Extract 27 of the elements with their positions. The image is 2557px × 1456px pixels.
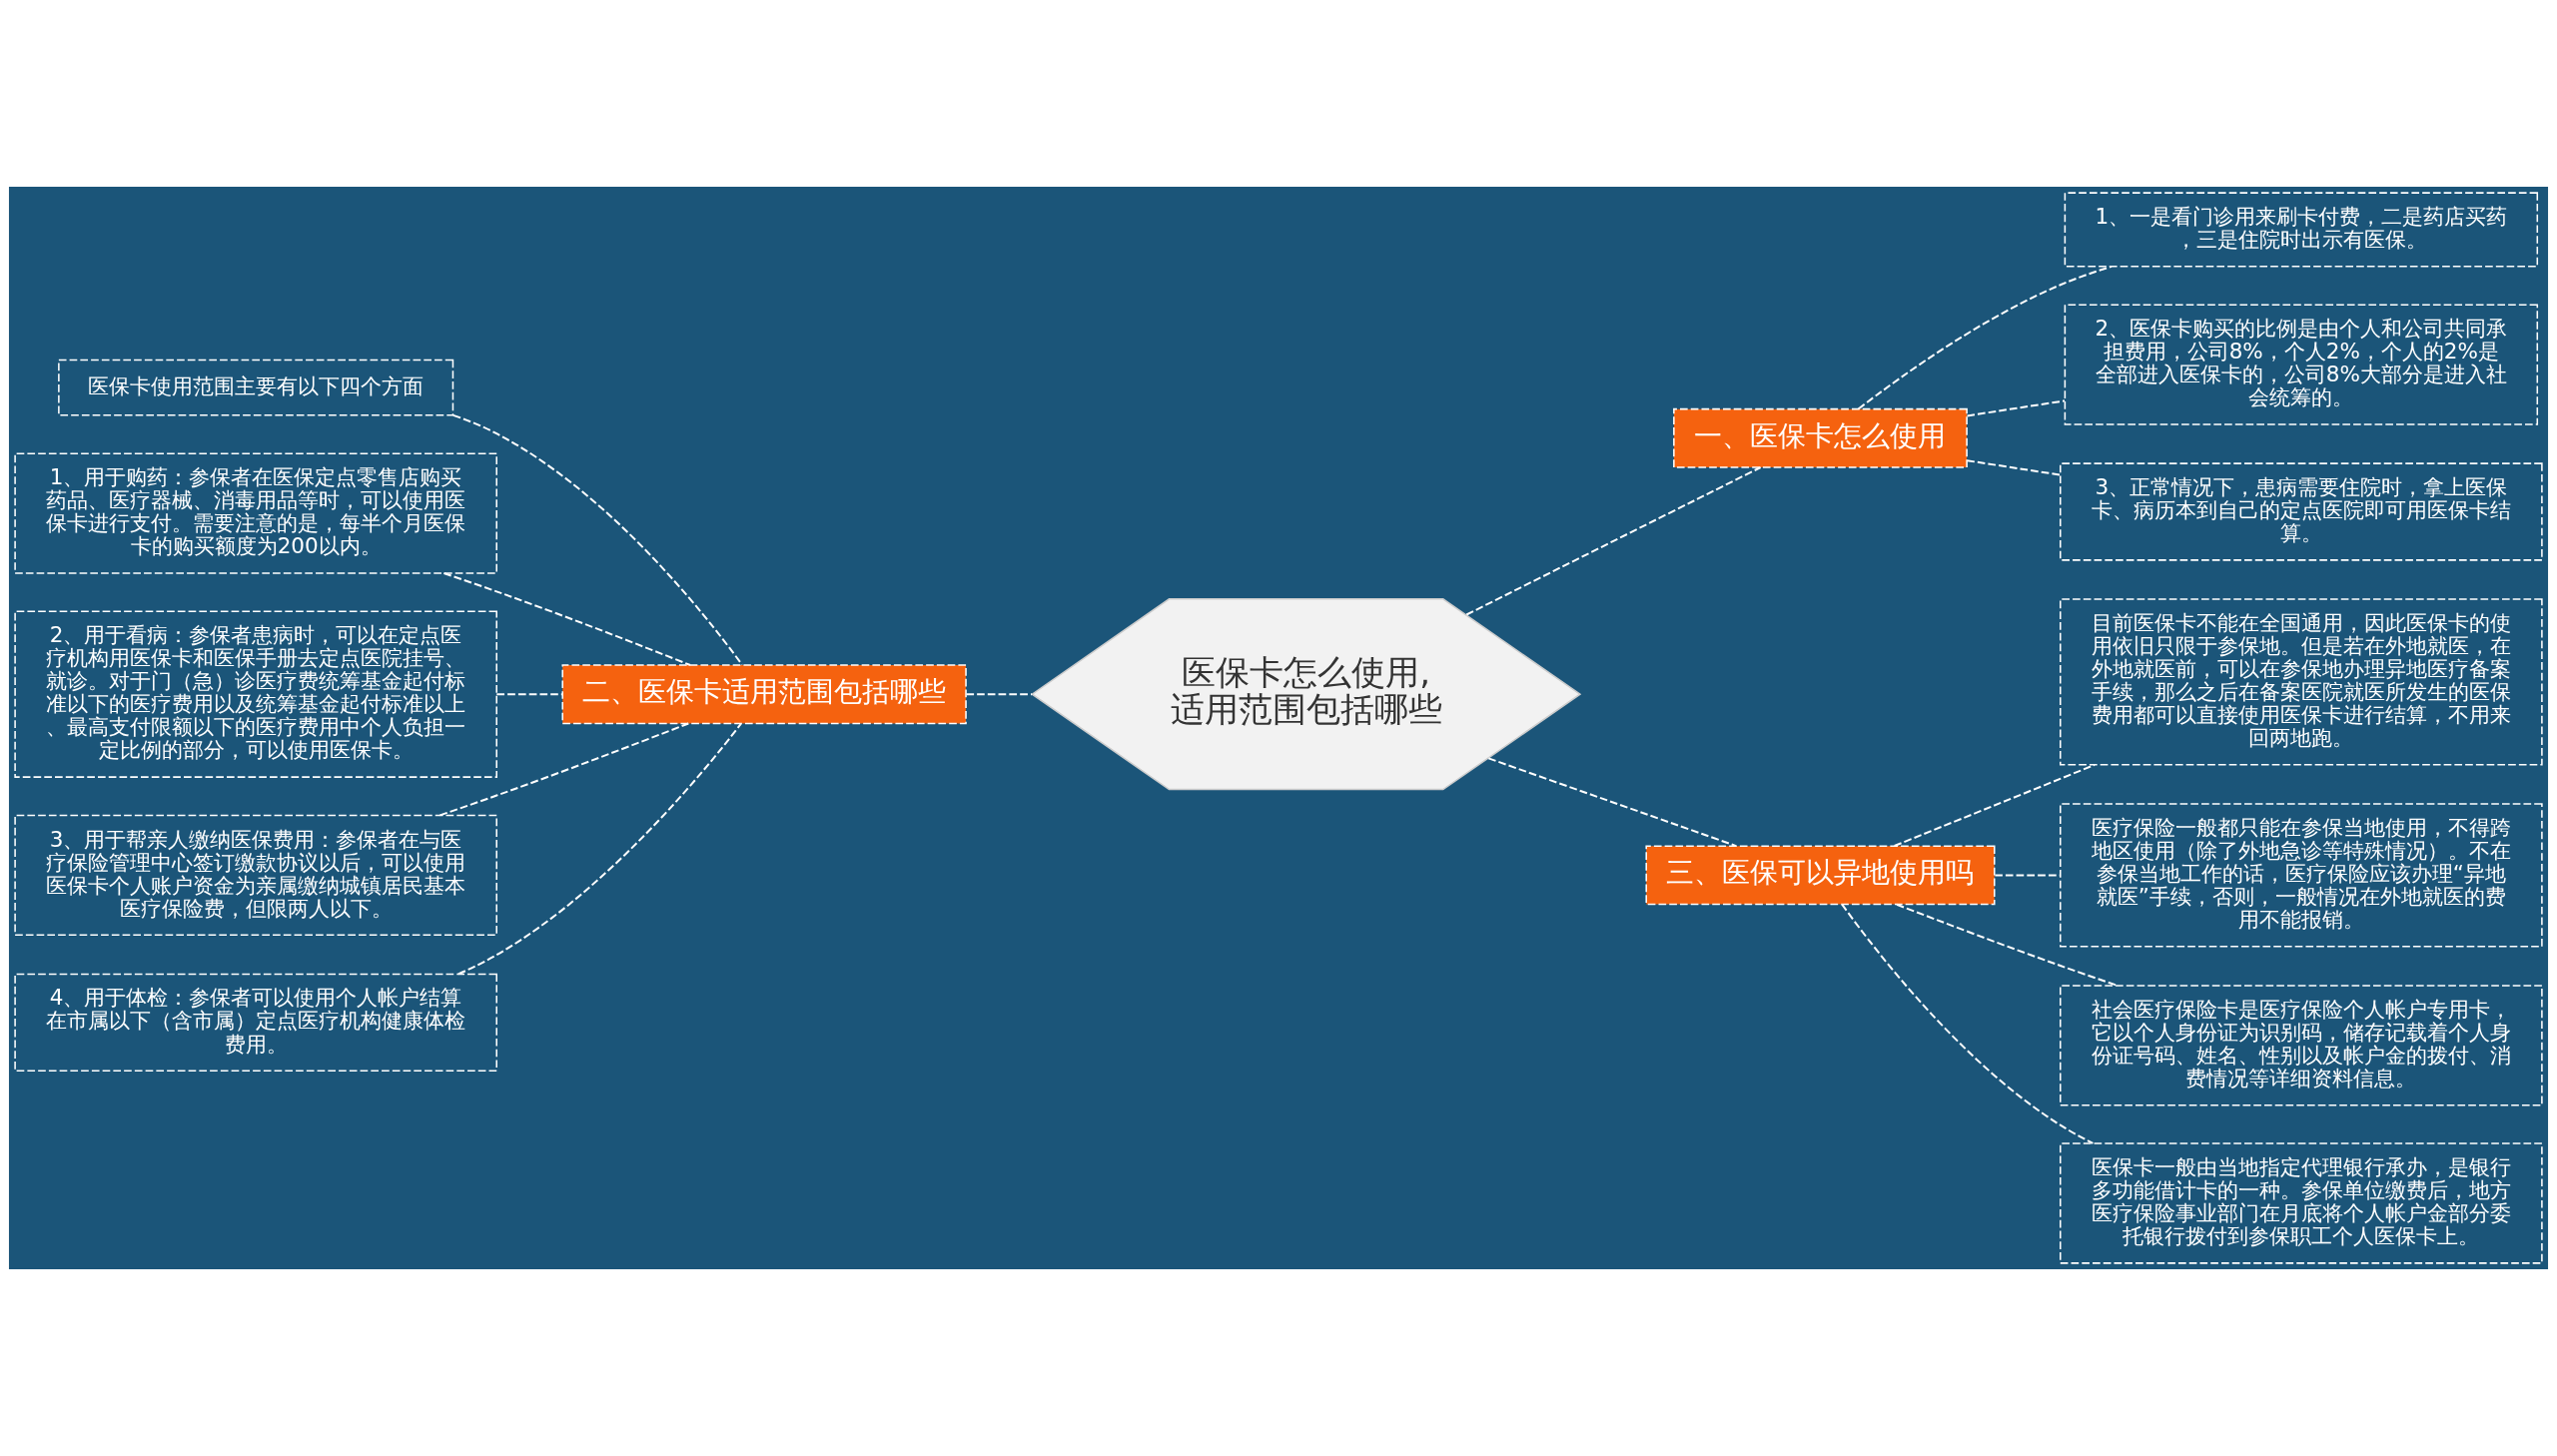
connector bbox=[1966, 399, 2067, 417]
connector bbox=[1994, 874, 2062, 877]
connector bbox=[456, 722, 742, 976]
connector bbox=[495, 693, 563, 696]
node-box: 医保卡使用范围主要有以下四个方面 bbox=[58, 359, 454, 416]
node-box: 4、用于体检：参保者可以使用个人帐户结算在市属以下（含市属）定点医疗机构健康体检费用。 bbox=[14, 973, 497, 1072]
node-box: 2、医保卡购买的比例是由个人和公司共同承担费用，公司8%，个人2%，个人的2%是全部进入医保卡的，公司8%大部分是进入社会统筹的。 bbox=[2064, 304, 2539, 425]
node-box: 3、正常情况下，患病需要住院时，拿上医保卡、病历本到自己的定点医院即可用医保卡结算。 bbox=[2060, 462, 2543, 561]
connector bbox=[1896, 903, 2119, 987]
connector bbox=[1841, 903, 2095, 1144]
node-box: 三、医保可以异地使用吗 bbox=[1645, 845, 1996, 906]
connector bbox=[1893, 764, 2096, 847]
connector bbox=[1966, 459, 2062, 476]
node-box: 医疗保险一般都只能在参保当地使用，不得跨地区使用（除了外地急诊等特殊情况）。不在参保当地工作的话，医疗保险应该办理“异地就医”手续，否则，一般情况在外地就医的费用不能报销。 bbox=[2060, 803, 2543, 948]
node-box: 目前医保卡不能在全国通用，因此医保卡的使用依旧只限于参保地。但是若在外地就医，在外地就医前，可以在参保地办理异地医疗备案手续，那么之后在备案医院就医所发生的医保费用都可以直接使用医保卡进行结算，不用来回两地跑。 bbox=[2060, 598, 2543, 766]
connector bbox=[1465, 466, 1762, 616]
connector bbox=[1487, 757, 1738, 848]
node-box: 2、用于看病：参保者患病时，可以在定点医疗机构用医保卡和医保手册去定点医院挂号、就诊。对于门（急）诊医疗费统筹基金起付标准以下的医疗费用以及统筹基金起付标准以上、最高支付限额以下的医疗费用中个人负担一定比例的部分，可以使用医保卡。 bbox=[14, 610, 497, 778]
node-box: 医保卡一般由当地指定代理银行承办，是银行多功能借计卡的一种。参保单位缴费后，地方医疗保险事业部门在月底将个人帐户金部分委托银行拨付到参保职工个人医保卡上。 bbox=[2060, 1142, 2543, 1264]
node-box: 1、用于购药：参保者在医保定点零售店购买药品、医疗器械、消毒用品等时，可以使用医保卡进行支付。需要注意的是，每半个月医保卡的购买额度为200以内。 bbox=[14, 452, 497, 574]
node-box: 二、医保卡适用范围包括哪些 bbox=[561, 664, 967, 725]
connector bbox=[965, 693, 1034, 696]
node-box: 社会医疗保险卡是医疗保险个人帐户专用卡，它以个人身份证为识别码，储存记载着个人身份证号码、姓名、性别以及帐户金的拨付、消费情况等详细资料信息。 bbox=[2060, 985, 2543, 1106]
node-box: 3、用于帮亲人缴纳医保费用：参保者在与医疗保险管理中心签订缴款协议以后，可以使用医保卡个人账户资金为亲属缴纳城镇居民基本医疗保险费，但限两人以下。 bbox=[14, 814, 497, 937]
node-box: 一、医保卡怎么使用 bbox=[1673, 407, 1968, 468]
connector bbox=[451, 413, 743, 666]
node-box: 1、一是看门诊用来刷卡付费，二是药店买药，三是住院时出示有医保。 bbox=[2064, 192, 2539, 268]
